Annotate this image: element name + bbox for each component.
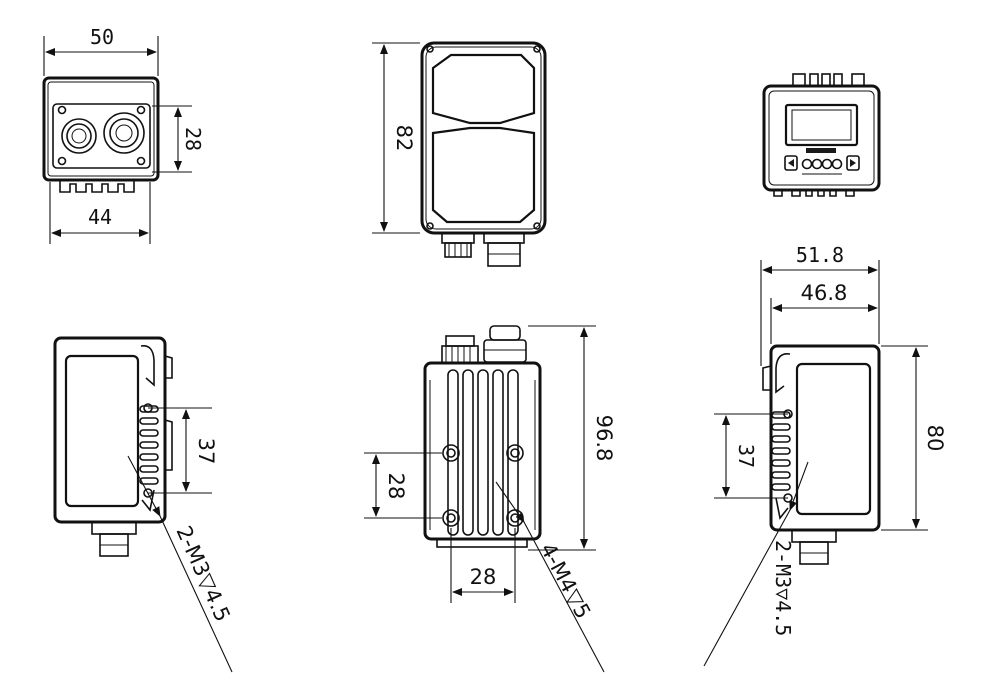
dim-label-80: 80 xyxy=(923,425,947,452)
dim-label-44: 44 xyxy=(88,205,112,229)
thread-callout-right: 2-M3▽4.5 xyxy=(771,540,795,636)
view-right-side: 51.8 46.8 80 37 2-M3▽4.5 xyxy=(703,243,947,667)
view-display-face xyxy=(762,73,881,197)
dim-label-37-left: 37 xyxy=(194,438,218,465)
view-left-side: 37 2-M3▽4.5 xyxy=(53,336,235,673)
dim-label-37-right: 37 xyxy=(734,444,758,468)
dim-label-28-horizontal: 28 xyxy=(470,565,497,589)
dim-label-28-top: 28 xyxy=(181,127,205,151)
dim-label-50: 50 xyxy=(90,25,114,49)
view-connector-face: 50 28 44 xyxy=(42,25,205,244)
dim-label-46-8: 46.8 xyxy=(801,281,848,305)
dim-label-51-8: 51.8 xyxy=(796,243,844,267)
dim-label-96-8: 96.8 xyxy=(592,415,616,462)
view-front-face: 82 xyxy=(372,41,547,267)
dim-label-28-vertical: 28 xyxy=(384,473,408,500)
thread-callout-back: 4-M4▽5 xyxy=(536,539,596,623)
dim-label-82: 82 xyxy=(392,125,416,152)
view-back: 28 28 96.8 4-M4▽5 xyxy=(364,325,616,673)
